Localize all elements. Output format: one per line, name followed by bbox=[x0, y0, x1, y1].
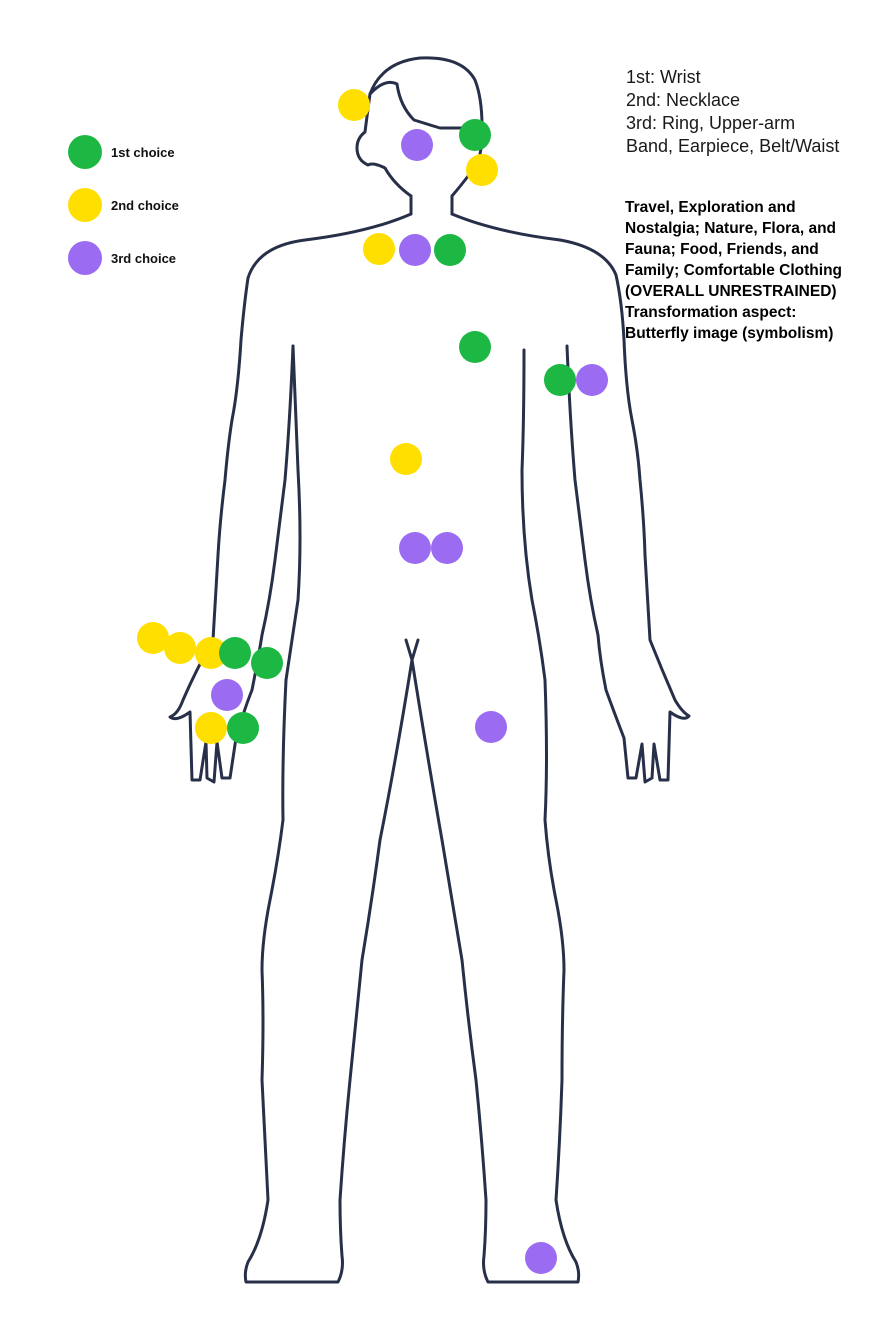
legend-label: 1st choice bbox=[111, 144, 175, 160]
ranking-line: 3rd: Ring, Upper-arm bbox=[626, 113, 796, 133]
themes-text: Travel, Exploration and Nostalgia; Natur… bbox=[625, 197, 889, 344]
marker-third-waist bbox=[399, 532, 431, 564]
marker-third-upper-arm bbox=[576, 364, 608, 396]
ranking-line: Band, Earpiece, Belt/Waist bbox=[626, 136, 840, 156]
torso-arm-outline bbox=[168, 212, 413, 784]
marker-third-face bbox=[401, 129, 433, 161]
ranking-text: 1st: Wrist 2nd: Necklace 3rd: Ring, Uppe… bbox=[626, 66, 888, 158]
marker-first-ear bbox=[459, 119, 491, 151]
marker-first-upper-arm bbox=[544, 364, 576, 396]
marker-first-finger bbox=[227, 712, 259, 744]
marker-first-wrist bbox=[219, 637, 251, 669]
marker-third-neck bbox=[399, 234, 431, 266]
marker-third-thigh bbox=[475, 711, 507, 743]
marker-second-head-left bbox=[338, 89, 370, 121]
legend-item-second: 2nd choice bbox=[68, 188, 179, 222]
marker-second-wrist bbox=[195, 637, 227, 669]
marker-first-wrist bbox=[251, 647, 283, 679]
marker-second-wrist bbox=[137, 622, 169, 654]
legend-item-first: 1st choice bbox=[68, 135, 179, 169]
marker-second-finger bbox=[195, 712, 227, 744]
themes-line: Fauna; Food, Friends, and bbox=[625, 241, 819, 258]
themes-line: Transformation aspect: bbox=[625, 304, 797, 321]
torso-right-side bbox=[520, 348, 547, 682]
themes-line: Nostalgia; Nature, Flora, and bbox=[625, 220, 837, 237]
marker-third-hand bbox=[211, 679, 243, 711]
marker-second-ear bbox=[466, 154, 498, 186]
marker-second-abdomen bbox=[390, 443, 422, 475]
marker-second-wrist bbox=[164, 632, 196, 664]
marker-third-ankle bbox=[525, 1242, 557, 1274]
marker-second-neck bbox=[363, 233, 395, 265]
torso-left-side bbox=[284, 344, 302, 682]
legend: 1st choice 2nd choice 3rd choice bbox=[68, 135, 179, 294]
themes-line: (OVERALL UNRESTRAINED) bbox=[625, 283, 837, 300]
legend-label: 2nd choice bbox=[111, 197, 179, 213]
marker-first-neck bbox=[434, 234, 466, 266]
body-outline bbox=[168, 56, 691, 1284]
ranking-line: 1st: Wrist bbox=[626, 67, 701, 87]
marker-third-waist bbox=[431, 532, 463, 564]
crotch-line bbox=[404, 638, 420, 662]
legend-swatch-third bbox=[68, 241, 102, 275]
themes-line: Butterfly image (symbolism) bbox=[625, 325, 834, 342]
themes-line: Travel, Exploration and bbox=[625, 199, 796, 216]
legend-swatch-first bbox=[68, 135, 102, 169]
legend-swatch-second bbox=[68, 188, 102, 222]
leg-right-outline bbox=[410, 658, 581, 1284]
legend-item-third: 3rd choice bbox=[68, 241, 179, 275]
ranking-line: 2nd: Necklace bbox=[626, 90, 741, 110]
markers-layer bbox=[137, 89, 608, 1274]
themes-line: Family; Comfortable Clothing bbox=[625, 262, 842, 279]
legend-label: 3rd choice bbox=[111, 250, 177, 266]
torso-arm-outline-right bbox=[450, 212, 691, 784]
marker-first-chest bbox=[459, 331, 491, 363]
hair-line bbox=[368, 80, 480, 130]
leg-left-outline bbox=[243, 658, 414, 1284]
